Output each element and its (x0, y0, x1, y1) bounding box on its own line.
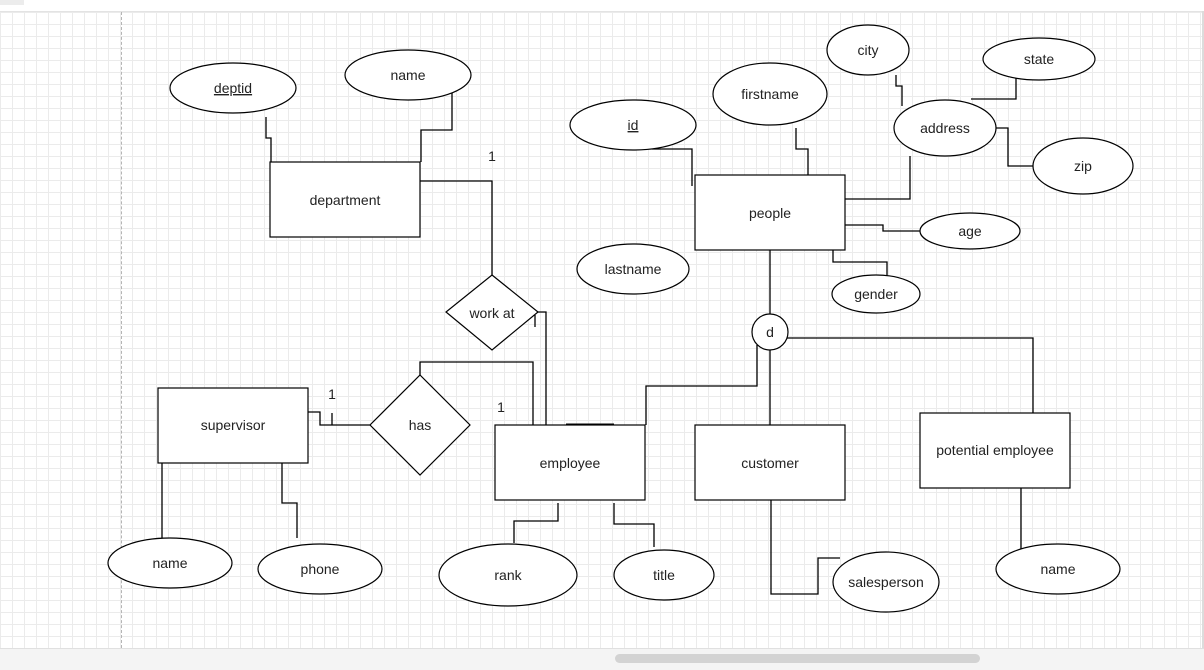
relationship-work-at[interactable] (445, 274, 539, 351)
label-lastname: lastname (605, 261, 662, 277)
attr-potential-name[interactable] (995, 543, 1121, 595)
attr-rank[interactable] (438, 543, 578, 607)
bottom-scrollbar-area (0, 648, 1204, 670)
edge-d-employee[interactable] (645, 345, 758, 425)
attr-dept-name[interactable] (344, 49, 472, 101)
label-gender: gender (854, 286, 898, 302)
label-has: has (409, 417, 432, 433)
edge-people-address[interactable] (845, 156, 911, 200)
entity-supervisor[interactable] (157, 387, 309, 464)
entity-people[interactable] (694, 174, 846, 251)
attr-city[interactable] (826, 24, 910, 76)
edge-city-address[interactable] (895, 75, 903, 106)
label-id: id (628, 117, 639, 133)
label-zip: zip (1074, 158, 1092, 174)
edge-employee-rank[interactable] (513, 503, 559, 543)
attr-id[interactable] (569, 99, 697, 151)
edge-address-zip[interactable] (996, 127, 1034, 167)
label-city: city (858, 42, 879, 58)
labels: department people supervisor employee cu… (152, 42, 1092, 590)
edge-state-address[interactable] (971, 78, 1017, 100)
label-supervisor: supervisor (201, 417, 266, 433)
attr-state[interactable] (982, 37, 1096, 81)
label-age: age (958, 223, 982, 239)
edge-d-potential[interactable] (787, 337, 1034, 413)
attributes (107, 24, 1134, 613)
attr-deptid[interactable] (169, 62, 297, 114)
entity-employee[interactable] (494, 424, 646, 501)
label-dept-name: name (390, 67, 425, 83)
attr-address[interactable] (893, 99, 997, 157)
edge-people-age[interactable] (845, 224, 920, 232)
relationships (369, 274, 789, 476)
edge-has-employee[interactable] (419, 361, 534, 425)
relationship-has[interactable] (369, 374, 471, 476)
attr-supervisor-name[interactable] (107, 537, 233, 589)
toolbar-tab[interactable] (0, 0, 24, 5)
edge-employee-title[interactable] (613, 503, 655, 547)
label-people: people (749, 205, 791, 221)
attr-zip[interactable] (1032, 137, 1134, 195)
label-phone: phone (301, 561, 340, 577)
label-state: state (1024, 51, 1055, 67)
label-deptid: deptid (214, 80, 252, 96)
label-supervisor-name: name (152, 555, 187, 571)
edge-id-people[interactable] (652, 148, 693, 186)
label-salesperson: salesperson (848, 574, 924, 590)
label-title: title (653, 567, 675, 583)
edge-deptid-department[interactable] (265, 117, 272, 162)
cardinality-employee-has: 1 (497, 399, 505, 415)
entity-potential-employee[interactable] (919, 412, 1071, 489)
er-diagram: department people supervisor employee cu… (107, 24, 1134, 613)
label-potential-name: name (1040, 561, 1075, 577)
entity-customer[interactable] (694, 424, 846, 501)
label-employee: employee (540, 455, 601, 471)
attr-gender[interactable] (831, 274, 921, 314)
label-customer: customer (741, 455, 799, 471)
page-boundary (121, 12, 122, 648)
attr-lastname[interactable] (576, 243, 690, 295)
label-firstname: firstname (741, 86, 799, 102)
connectors (161, 75, 1034, 595)
cardinality-supervisor-has: 1 (328, 386, 336, 402)
horizontal-scrollbar-thumb[interactable] (615, 654, 980, 663)
label-rank: rank (494, 567, 522, 583)
edge-people-gender[interactable] (832, 250, 888, 276)
edge-deptname-department[interactable] (420, 93, 453, 162)
attr-salesperson[interactable] (832, 551, 940, 613)
label-address: address (920, 120, 970, 136)
label-potential-employee: potential employee (936, 442, 1054, 458)
top-toolbar (0, 0, 1204, 12)
attr-phone[interactable] (257, 543, 383, 595)
edge-customer-salesperson[interactable] (770, 500, 840, 595)
label-work-at: work at (468, 305, 514, 321)
attr-age[interactable] (919, 212, 1021, 250)
edge-department-workat[interactable] (420, 180, 493, 275)
entity-department[interactable] (269, 161, 421, 238)
entities (157, 161, 1071, 501)
attr-title[interactable] (613, 549, 715, 601)
label-specialization: d (766, 324, 774, 340)
label-department: department (310, 192, 381, 208)
edge-supervisor-has[interactable] (308, 411, 371, 426)
edge-firstname-people[interactable] (795, 128, 809, 175)
vertical-scrollbar[interactable] (1202, 11, 1204, 661)
edge-supervisor-phone[interactable] (281, 463, 298, 538)
edge-workat-employee[interactable] (533, 311, 547, 425)
cardinality-dept-workat: 1 (488, 148, 496, 164)
specialization-circle[interactable] (751, 313, 789, 351)
attr-firstname[interactable] (712, 62, 828, 126)
